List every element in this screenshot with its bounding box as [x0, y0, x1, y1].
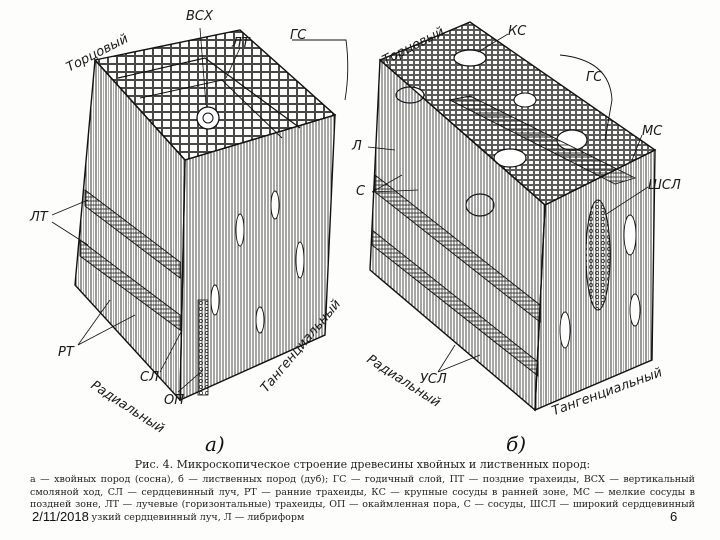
figure-b-block [367, 21, 657, 412]
fig-b-letter: б) [506, 432, 527, 456]
fig-a-label-gs: ГС [290, 28, 307, 43]
fig-b-label-usl: УСЛ [420, 372, 447, 387]
page-number: 6 [668, 509, 680, 524]
fig-b-label-ms: МС [642, 124, 663, 139]
figure-caption: Рис. 4. Микроскопическое строение древес… [30, 458, 695, 525]
caption-body: а — хвойных пород (сосна), б — лиственны… [30, 473, 695, 524]
fig-a-label-rt: РТ [58, 345, 74, 360]
fig-a-label-op: ОП [164, 393, 185, 408]
fig-a-label-lt-top: ЛТ [232, 36, 250, 51]
fig-a-label-sl: СЛ [140, 370, 159, 385]
caption-head: Рис. 4. Микроскопическое строение древес… [134, 458, 591, 471]
fig-b-label-l: Л [352, 139, 362, 154]
fig-a-label-lt-left: ЛТ [30, 210, 48, 225]
fig-b-label-ks: КС [508, 24, 527, 39]
fig-b-label-gs: ГС [586, 70, 603, 85]
fig-a-letter: а) [205, 432, 225, 456]
fig-b-label-s: С [356, 184, 366, 199]
footer-date: 2/11/2018 [30, 509, 91, 524]
fig-a-label-vsh: ВСХ [186, 9, 213, 24]
figure-a-block [51, 27, 349, 402]
wood-structure-drawing [51, 21, 657, 412]
fig-b-label-shsl: ШСЛ [648, 178, 681, 193]
